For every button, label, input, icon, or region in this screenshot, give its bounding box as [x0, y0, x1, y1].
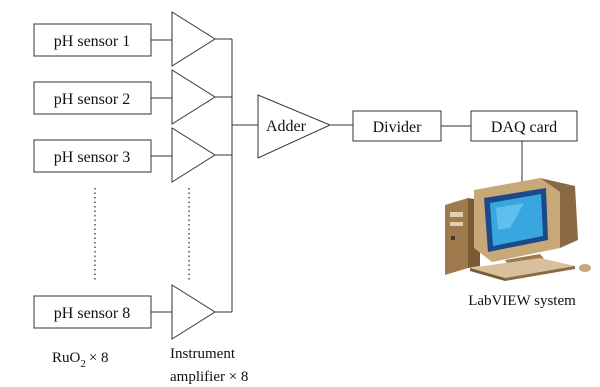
- amplifier-2: [171, 69, 216, 125]
- desktop-computer-icon: [445, 178, 591, 281]
- sensor-box-1: [33, 23, 152, 57]
- adder-label: Adder: [266, 118, 307, 135]
- sensor-label-3: pH sensor 3: [54, 149, 130, 166]
- amplifier-8: [171, 284, 216, 340]
- amp-caption-line1: Instrument: [170, 346, 236, 362]
- sensor-box-2: [33, 81, 152, 115]
- divider-label: Divider: [373, 119, 423, 136]
- daq-card-box: [470, 110, 578, 142]
- adder-block: [257, 94, 332, 159]
- computer-label: LabVIEW system: [468, 293, 576, 309]
- sensor-box-3: [33, 139, 152, 173]
- ruo2-caption: RuO2× 8: [52, 350, 109, 370]
- ruo2-base: RuO: [52, 350, 81, 366]
- amplifier-3: [171, 127, 216, 183]
- amplifier-1: [171, 11, 216, 67]
- ruo2-count: × 8: [89, 350, 109, 366]
- amp-caption-line2: amplifier × 8: [170, 369, 248, 385]
- daq-card-label: DAQ card: [491, 119, 557, 136]
- sensor-label-8: pH sensor 8: [54, 305, 130, 322]
- sensor-label-2: pH sensor 2: [54, 91, 130, 108]
- sensor-label-1: pH sensor 1: [54, 33, 130, 50]
- divider-box: [352, 110, 442, 142]
- ruo2-subscript: 2: [80, 358, 86, 370]
